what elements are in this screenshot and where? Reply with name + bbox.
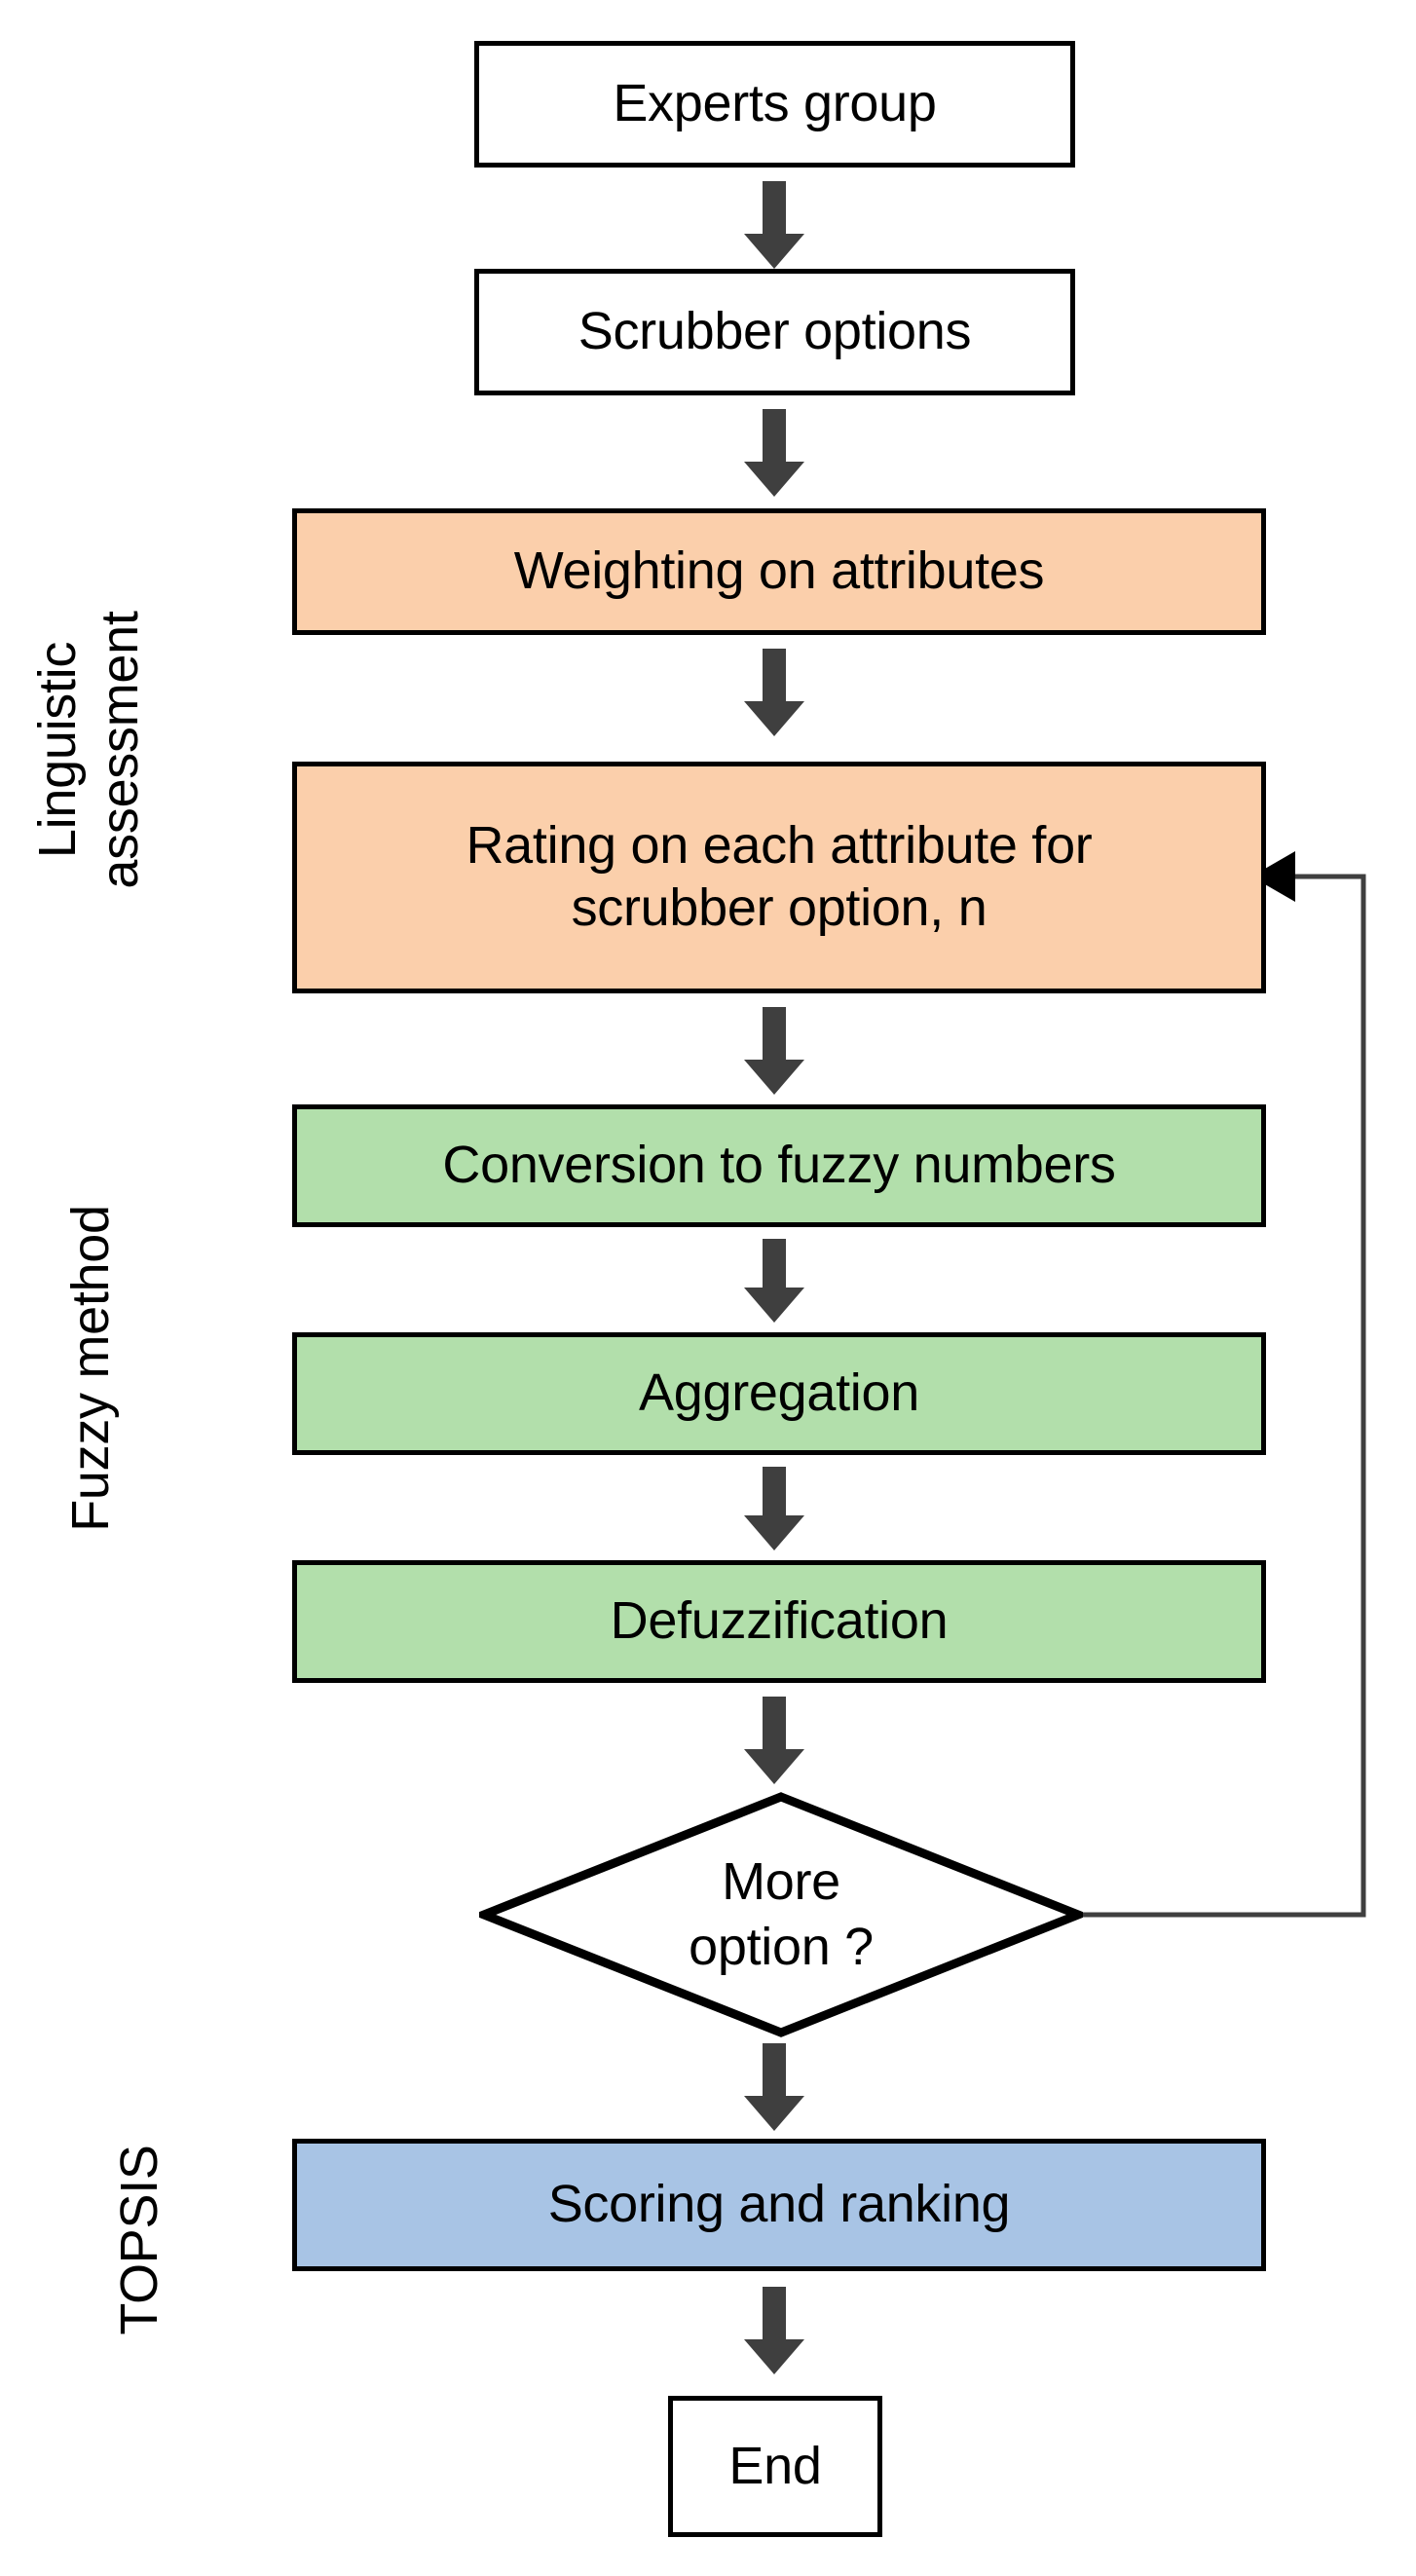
node-label: Defuzzification	[610, 1591, 949, 1651]
phase-label-fuzzy: Fuzzy method	[61, 1205, 120, 1532]
node-label: Conversion to fuzzy numbers	[442, 1136, 1116, 1195]
node-rating-on-each-attribute[interactable]: Rating on each attribute for scrubber op…	[292, 762, 1266, 993]
node-label: Scrubber options	[578, 302, 972, 361]
node-label: More option ?	[689, 1851, 874, 1977]
node-label: Experts group	[613, 74, 937, 133]
node-label: Aggregation	[639, 1363, 919, 1423]
node-defuzzification[interactable]: Defuzzification	[292, 1560, 1266, 1683]
node-scoring-and-ranking[interactable]: Scoring and ranking	[292, 2139, 1266, 2271]
node-aggregation[interactable]: Aggregation	[292, 1332, 1266, 1455]
arrow-scoring-to-end	[744, 2287, 804, 2374]
arrow-more-option-to-scoring	[744, 2043, 804, 2131]
node-more-option-decision[interactable]: More option ?	[479, 1792, 1083, 2037]
node-weighting-on-attributes[interactable]: Weighting on attributes	[292, 508, 1266, 635]
node-label: Weighting on attributes	[513, 541, 1045, 601]
arrow-conversion-to-aggregation	[744, 1239, 804, 1323]
arrow-scrubber-to-weighting	[744, 409, 804, 497]
arrow-defuzzification-to-more-option	[744, 1697, 804, 1784]
arrow-experts-to-scrubber	[744, 181, 804, 269]
phase-label-topsis: TOPSIS	[110, 2145, 168, 2335]
node-scrubber-options[interactable]: Scrubber options	[474, 269, 1075, 395]
node-conversion-to-fuzzy-numbers[interactable]: Conversion to fuzzy numbers	[292, 1104, 1266, 1227]
node-label: Rating on each attribute for scrubber op…	[466, 816, 1093, 937]
node-end[interactable]: End	[668, 2396, 882, 2537]
phase-label-linguistic: Linguistic assessment	[28, 611, 149, 889]
node-label: Scoring and ranking	[547, 2175, 1011, 2234]
node-label: End	[728, 2436, 822, 2495]
arrow-weighting-to-rating	[744, 649, 804, 736]
diamond-shape	[479, 1792, 1083, 2037]
node-experts-group[interactable]: Experts group	[474, 41, 1075, 168]
arrow-aggregation-to-defuzzification	[744, 1467, 804, 1550]
arrow-rating-to-conversion	[744, 1007, 804, 1095]
